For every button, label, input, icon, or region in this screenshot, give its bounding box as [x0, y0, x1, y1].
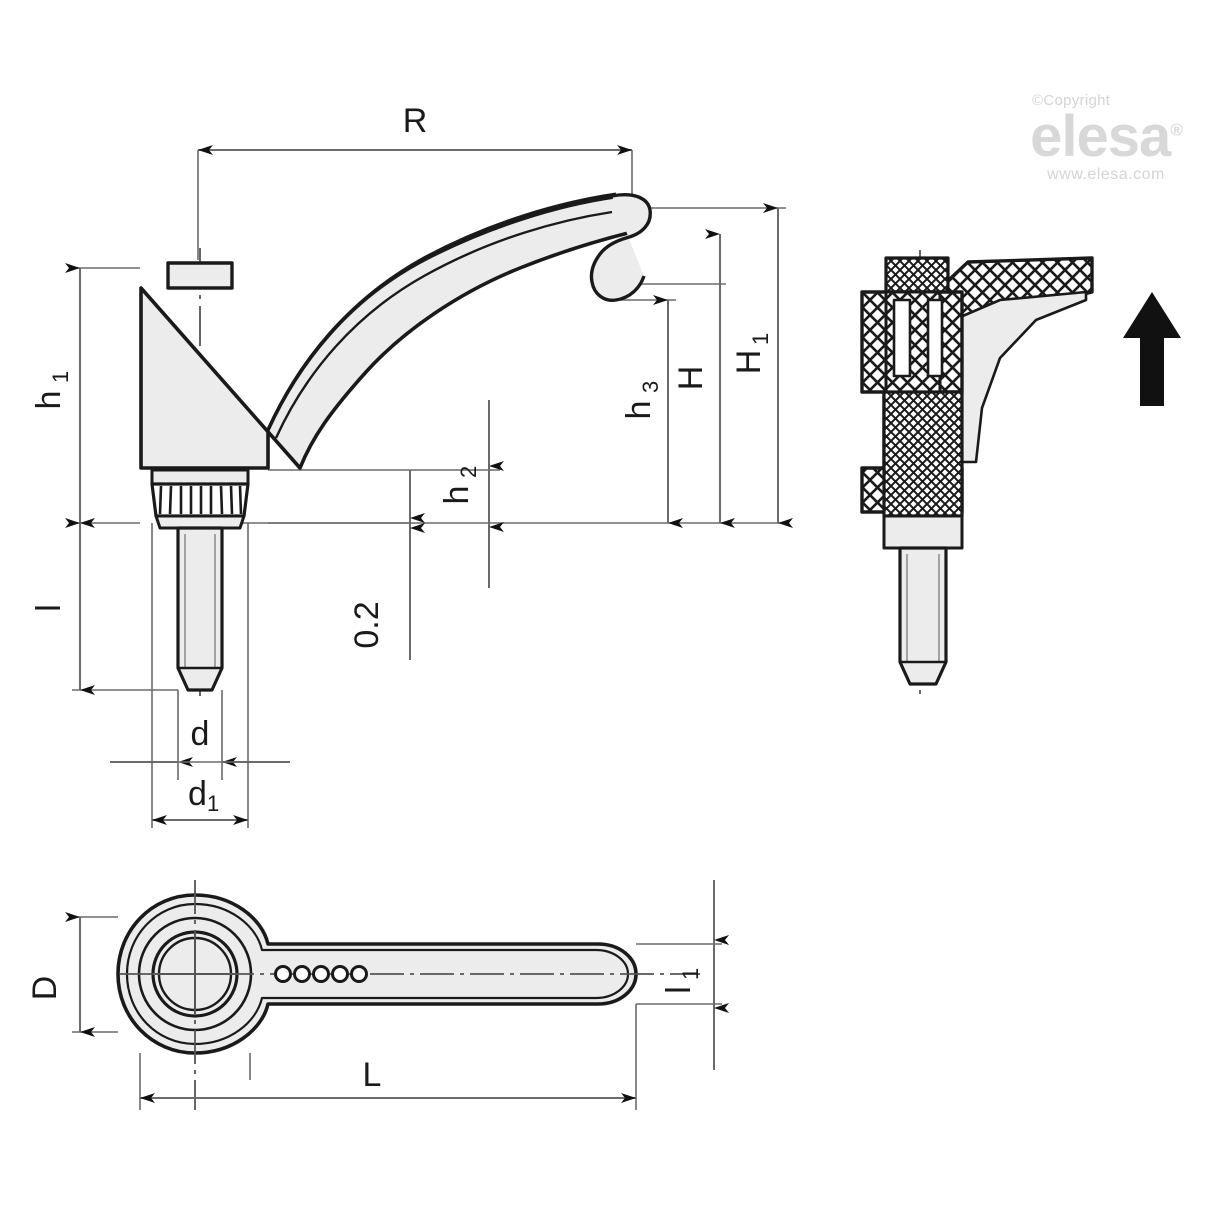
brand-text: elesa [1030, 104, 1171, 169]
side-boss-cap [884, 256, 950, 294]
dimlabel-L: L [363, 1056, 382, 1094]
collar-top [150, 468, 250, 486]
up-arrow-icon [1123, 292, 1181, 406]
plan-dimples [274, 965, 368, 983]
side-bore-slot-left [892, 298, 912, 378]
dimlabel-R: R [403, 102, 428, 140]
dimlabel-H1-sub: 1 [748, 333, 773, 345]
dimlabel-h2-group: h 2 [438, 466, 481, 505]
dimlabel-H1: H [730, 350, 768, 375]
handle-inner-edge [274, 210, 613, 439]
dimlabel-h3: h [620, 401, 658, 420]
dimlabel-h1-group: h 1 [30, 371, 73, 410]
dimlabel-H: H [672, 366, 710, 391]
dimlabel-h1-sub: 1 [48, 371, 73, 383]
dimlabel-h1: h [30, 391, 68, 410]
plan-view [65, 880, 729, 1110]
brand-wordmark: elesa® [1016, 108, 1196, 166]
website-url: www.elesa.com [1047, 166, 1165, 184]
copyright-text: ©Copyright [1032, 92, 1111, 109]
dimlabel-h3-group: h 3 [620, 381, 663, 420]
dimlabel-l1: l [660, 986, 698, 994]
dimlabel-l1-group: l 1 [660, 968, 703, 994]
handle-hook-tip [589, 193, 652, 302]
trademark-symbol: ® [1170, 120, 1182, 140]
dimlabel-D-group: D [26, 976, 64, 1001]
knurl-lines [158, 485, 243, 515]
lever-body [139, 194, 651, 470]
side-bore-slot-right [926, 298, 944, 378]
lever-arm-inner [956, 290, 1088, 464]
dimlabel-l-group: l [30, 604, 68, 612]
dimlabel-D: D [26, 976, 64, 1001]
dimlabel-h3-sub: 3 [638, 381, 663, 393]
elesa-logo: ©Copyright elesa® www.elesa.com [1016, 92, 1196, 184]
dimlabel-H1-group: H 1 [730, 333, 773, 375]
dimlabel-gap-group: 0.2 [348, 601, 386, 648]
dimlabel-d: d [191, 715, 210, 753]
collar-bottom [154, 514, 246, 530]
side-knurled-block [882, 390, 964, 518]
handle-top-edge [266, 192, 617, 431]
dimlabel-H-group: H [672, 366, 710, 391]
boss-cap [166, 261, 234, 290]
dimlabel-l1-sub: 1 [678, 968, 703, 980]
dimlabel-d1-group: d 1 [188, 775, 219, 816]
side-base-plate [882, 514, 964, 550]
dimlabel-l: l [30, 604, 68, 612]
dimlabel-h2-sub: 2 [456, 466, 481, 478]
dimlabel-d1-sub: 1 [207, 791, 219, 816]
side-section-view [860, 250, 1094, 700]
dimlabel-h2: h [438, 486, 476, 505]
dimlabel-gap: 0.2 [348, 601, 386, 648]
dimlabel-d1: d [188, 775, 207, 813]
